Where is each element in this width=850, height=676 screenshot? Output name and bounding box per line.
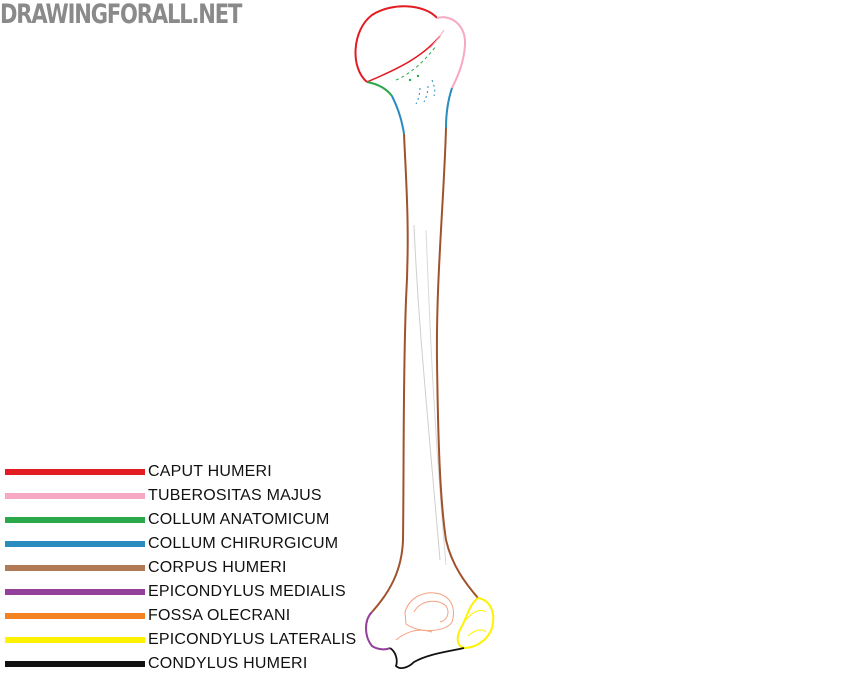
tuberositas-majus-detail xyxy=(429,29,445,49)
legend-item: EPICONDYLUS MEDIALIS xyxy=(5,580,405,604)
legend-label: FOSSA OLECRANI xyxy=(148,607,291,624)
condylus-humeri-outline xyxy=(389,647,465,669)
legend-item: COLLUM CHIRURGICUM xyxy=(5,532,405,556)
fossa-olecrani-rim xyxy=(395,629,433,641)
collum-chirurgicum-outline xyxy=(445,87,453,129)
legend-label: EPICONDYLUS MEDIALIS xyxy=(148,583,346,600)
collum-anatomicum-dot xyxy=(408,78,412,82)
collum-anatomicum-detail xyxy=(395,45,437,81)
caput-humeri-outline xyxy=(366,35,441,83)
fossa-olecrani-outline xyxy=(404,592,454,631)
watermark-logo: DRAWINGFORALL.NET xyxy=(0,0,242,30)
caput-humeri-outline xyxy=(354,5,438,83)
legend-label: TUBEROSITAS MAJUS xyxy=(148,487,322,504)
legend-label: CORPUS HUMERI xyxy=(148,559,287,576)
legend: CAPUT HUMERI TUBEROSITAS MAJUS COLLUM ANAT… xyxy=(5,460,405,676)
legend-swatch xyxy=(5,469,145,475)
corpus-humeri-outline xyxy=(371,133,409,613)
legend-label: COLLUM CHIRURGICUM xyxy=(148,535,339,552)
corpus-humeri-outline xyxy=(435,127,479,599)
legend-item: CORPUS HUMERI xyxy=(5,556,405,580)
legend-label: EPICONDYLUS LATERALIS xyxy=(148,631,357,648)
legend-label: CAPUT HUMERI xyxy=(148,463,272,480)
legend-swatch xyxy=(5,613,145,619)
legend-item: EPICONDYLUS LATERALIS xyxy=(5,628,405,652)
legend-swatch xyxy=(5,637,145,643)
epicondylus-medialis-outline xyxy=(365,611,391,651)
legend-swatch xyxy=(5,661,145,667)
collum-chirurgicum-detail xyxy=(415,79,436,105)
legend-item: CONDYLUS HUMERI xyxy=(5,652,405,676)
collum-chirurgicum-outline xyxy=(391,95,405,135)
legend-swatch xyxy=(5,517,145,523)
tuberositas-majus-outline xyxy=(436,16,467,89)
shaft-detail-line xyxy=(425,229,447,566)
legend-item: FOSSA OLECRANI xyxy=(5,604,405,628)
legend-label: COLLUM ANATOMICUM xyxy=(148,511,330,528)
epicondylus-lateralis-detail xyxy=(465,609,487,637)
legend-item: COLLUM ANATOMICUM xyxy=(5,508,405,532)
legend-item: TUBEROSITAS MAJUS xyxy=(5,484,405,508)
legend-swatch xyxy=(5,493,145,499)
shaft-detail-line xyxy=(413,224,441,561)
fossa-olecrani-inner xyxy=(413,600,449,623)
collum-anatomicum-dot xyxy=(416,74,420,78)
collum-anatomicum-outline xyxy=(366,81,393,97)
legend-item: CAPUT HUMERI xyxy=(5,460,405,484)
legend-label: CONDYLUS HUMERI xyxy=(148,655,308,672)
legend-swatch xyxy=(5,541,145,547)
legend-swatch xyxy=(5,589,145,595)
legend-swatch xyxy=(5,565,145,571)
epicondylus-lateralis-outline xyxy=(456,597,495,650)
